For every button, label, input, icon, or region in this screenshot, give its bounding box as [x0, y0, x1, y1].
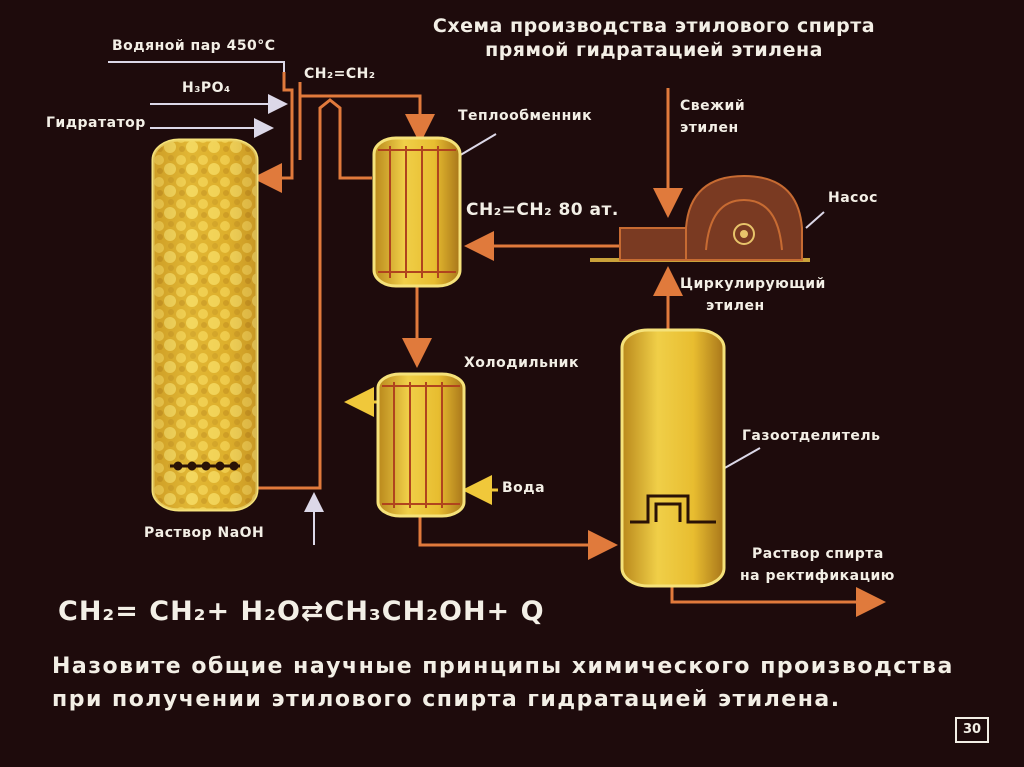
label-steam: Водяной пар 450°С — [112, 38, 276, 54]
diagram-title: Схема производства этилового спирта прям… — [384, 14, 924, 62]
label-fresh-ethylene-1: Свежий — [680, 98, 746, 114]
pipe-cooler-to-separator — [418, 515, 618, 560]
label-cooler: Холодильник — [464, 355, 579, 371]
label-separator: Газоотделитель — [742, 428, 881, 444]
label-ethylene-top: CH₂=CH₂ — [304, 66, 376, 82]
label-fresh-ethylene-2: этилен — [680, 120, 739, 136]
label-pump: Насос — [828, 190, 878, 206]
steam-line — [108, 61, 285, 72]
label-acid: H₃PO₄ — [182, 80, 231, 96]
label-hydrator: Гидрататор — [46, 115, 146, 131]
title-line-1: Схема производства этилового спирта — [432, 15, 876, 37]
pipe-separator-to-rectification — [670, 585, 886, 617]
pipe-ethylene-to-exchanger-top — [298, 82, 435, 144]
label-alcohol-2: на ректификацию — [740, 568, 895, 584]
label-circulating-1: Циркулирующий — [680, 276, 826, 292]
pump — [590, 174, 810, 262]
reaction-equation: CH₂= CH₂+ H₂O⇄CH₃CH₂OH+ Q — [58, 596, 545, 627]
pipes — [252, 72, 886, 617]
pump-pointer — [805, 211, 825, 229]
gas-separator-vessel — [620, 328, 726, 588]
label-ethylene-pressure: CH₂=CH₂ 80 ат. — [466, 200, 619, 220]
label-naoh: Раствор NaOH — [144, 525, 265, 541]
heat-exchanger-vessel — [372, 136, 462, 288]
label-water: Вода — [502, 480, 546, 496]
question-text: Назовите общие научные принципы химическ… — [52, 654, 954, 712]
pipe-hydrator-out-to-exchanger — [258, 98, 372, 490]
title-line-2: прямой гидратацией этилена — [485, 39, 823, 61]
cooler-vessel — [376, 372, 466, 518]
label-heat-exchanger: Теплообменник — [458, 108, 593, 124]
pipe-feed-to-hydrator — [252, 72, 294, 193]
hydrator-distributor — [170, 461, 240, 471]
hydrator-vessel — [151, 138, 259, 512]
separator-baffle — [630, 494, 716, 524]
label-circulating-2: этилен — [706, 298, 765, 314]
label-alcohol-1: Раствор спирта — [752, 546, 884, 562]
page-number: 30 — [955, 717, 989, 743]
